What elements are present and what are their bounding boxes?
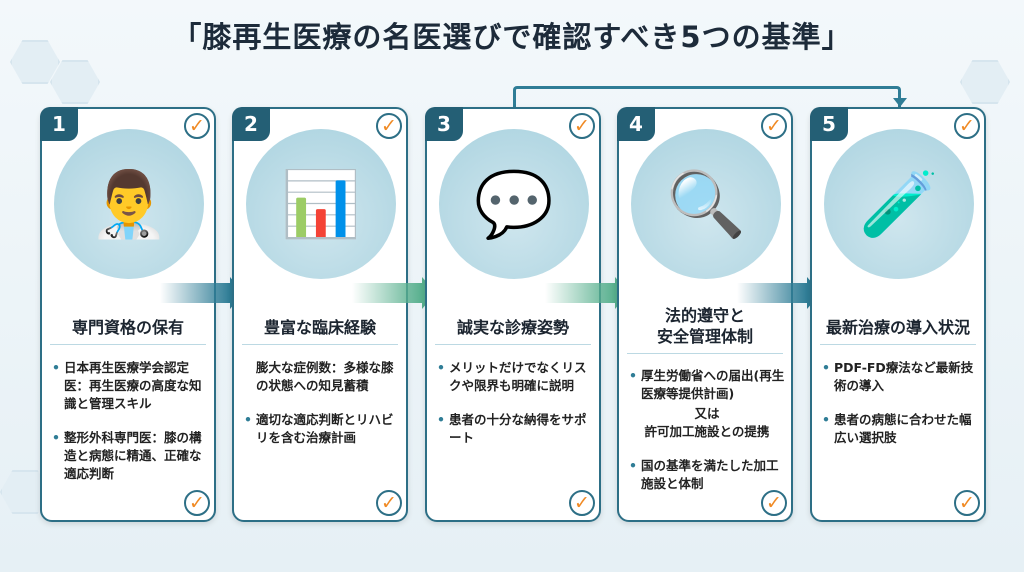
documents-magnifier-icon: 🔍 xyxy=(631,129,781,279)
check-icon: ✓ xyxy=(761,113,787,139)
decor-hexagon xyxy=(50,60,100,104)
bullet-item: メリットだけでなくリスクや限界も明確に説明 xyxy=(437,359,593,395)
check-icon: ✓ xyxy=(954,490,980,516)
connector-arrow xyxy=(513,86,907,108)
bullet-item: 適切な適応判断とリハビリを含む治療計画 xyxy=(244,411,400,447)
number-badge: 4 xyxy=(617,107,655,141)
bullet-item: 日本再生医療学会認定医：再生医療の高度な知識と管理スキル xyxy=(52,359,208,413)
card-title: 誠実な診療姿勢 xyxy=(435,317,591,345)
criterion-card-4: 4 ✓ 🔍 法的遵守と 安全管理体制 厚生労働省への届出(再生医療等提供計画) … xyxy=(617,107,793,522)
flow-arrow xyxy=(545,277,629,309)
bullet-or: 又は xyxy=(694,406,720,421)
card-title: 最新治療の導入状況 xyxy=(820,317,976,345)
page-title: 「膝再生医療の名医選びで確認すべき5つの基準」 xyxy=(172,20,852,54)
criterion-card-1: 1 ✓ 👨‍⚕️ 専門資格の保有 日本再生医療学会認定医：再生医療の高度な知識と… xyxy=(40,107,216,522)
criterion-card-5: 5 ✓ 🧪 最新治療の導入状況 PDF-FD療法など最新技術の導入 患者の病態に… xyxy=(810,107,986,522)
lab-equipment-icon: 🧪 xyxy=(824,129,974,279)
check-icon: ✓ xyxy=(184,113,210,139)
number-badge: 3 xyxy=(425,107,463,141)
check-icon: ✓ xyxy=(569,113,595,139)
check-icon: ✓ xyxy=(569,490,595,516)
number-badge: 1 xyxy=(40,107,78,141)
doctor-certificate-icon: 👨‍⚕️ xyxy=(54,129,204,279)
bullet-item: 患者の十分な納得をサポート xyxy=(437,411,593,447)
bullet-item: 膨大な症例数：多様な膝の状態への知見蓄積 xyxy=(256,360,394,393)
card-title-line: 安全管理体制 xyxy=(656,327,753,346)
card-title: 専門資格の保有 xyxy=(50,317,206,345)
bullet-item-cont: 許可加工施設との提携 xyxy=(644,424,770,439)
card-title: 法的遵守と 安全管理体制 xyxy=(627,305,783,354)
check-icon: ✓ xyxy=(376,113,402,139)
check-icon: ✓ xyxy=(184,490,210,516)
number-badge: 5 xyxy=(810,107,848,141)
bullet-item: 患者の病態に合わせた幅広い選択肢 xyxy=(822,411,978,447)
charts-board-icon: 📊 xyxy=(246,129,396,279)
bullet-item: 整形外科専門医：膝の構造と病態に精通、正確な適応判断 xyxy=(52,429,208,483)
flow-arrow xyxy=(737,277,821,309)
bullet-item: PDF-FD療法など最新技術の導入 xyxy=(822,359,978,395)
consultation-icon: 💬 xyxy=(439,129,589,279)
criterion-card-3: 3 ✓ 💬 誠実な診療姿勢 メリットだけでなくリスクや限界も明確に説明 患者の十… xyxy=(425,107,601,522)
decor-hexagon xyxy=(960,60,1010,104)
check-icon: ✓ xyxy=(376,490,402,516)
bullet-item: 厚生労働省への届出(再生医療等提供計画) xyxy=(629,367,785,403)
flow-arrow xyxy=(352,277,436,309)
criterion-card-2: 2 ✓ 📊 豊富な臨床経験 膨大な症例数：多様な膝の状態への知見蓄積 適切な適応… xyxy=(232,107,408,522)
bullet-item: 国の基準を満たした加工施設と体制 xyxy=(629,457,785,493)
number-badge: 2 xyxy=(232,107,270,141)
check-icon: ✓ xyxy=(761,490,787,516)
card-title: 豊富な臨床経験 xyxy=(242,317,398,345)
card-title-line: 法的遵守と xyxy=(664,306,745,325)
flow-arrow xyxy=(160,277,244,309)
check-icon: ✓ xyxy=(954,113,980,139)
